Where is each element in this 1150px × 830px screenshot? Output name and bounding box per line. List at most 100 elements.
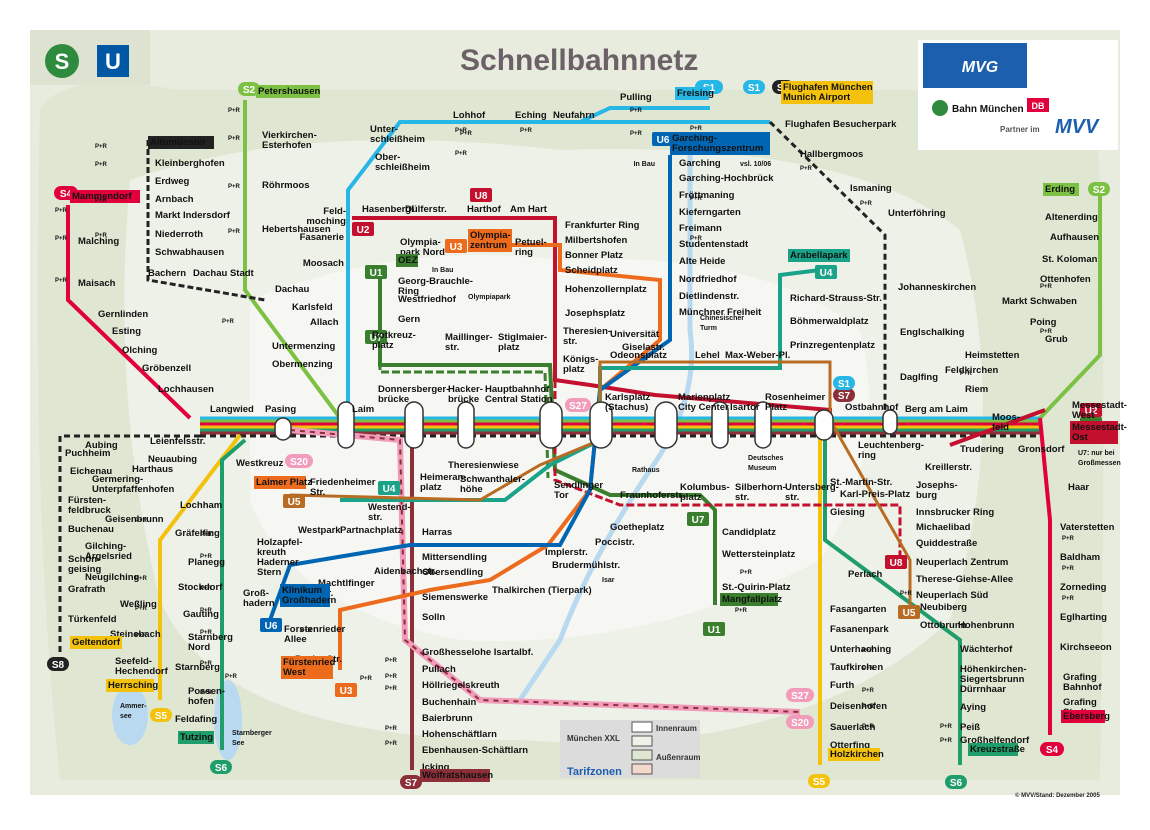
station-label: Fürsten-feldbruck [68, 495, 111, 516]
terminus-label: Olympia-zentrum [470, 230, 511, 251]
station-label: Possen-hofen [188, 686, 225, 707]
station-label: Altenerding [1045, 212, 1098, 223]
station-label: Seefeld-Hechendorf [115, 656, 169, 677]
station-label: Prinzregentenplatz [790, 340, 875, 351]
park-and-ride-label: P+R [200, 586, 213, 592]
terminus-box [1043, 183, 1079, 196]
station-label: Langwied [210, 404, 254, 415]
station-label: Johanneskirchen [898, 282, 976, 293]
station-label: Gern [398, 314, 420, 325]
line-badge-u6 [652, 132, 674, 146]
park-and-ride-label: P+R [385, 726, 398, 732]
station-label: Lehel [695, 350, 720, 361]
line-badge-label: U3 [450, 242, 463, 253]
station-label: Unter-schleißheim [370, 124, 425, 145]
terminus-box [788, 249, 850, 262]
station-label: Innsbrucker Ring [916, 507, 994, 518]
park-and-ride-label: P+R [385, 674, 398, 680]
station-label: Ottobrunn [920, 620, 967, 631]
u-bahn-logo [97, 45, 129, 77]
park-and-ride-label: P+R [735, 608, 748, 614]
station-label: Hohenschäftlarn [422, 729, 497, 740]
park-and-ride-label: P+R [862, 666, 875, 672]
line-badge-s27 [565, 398, 591, 412]
station-label: Hohenzollernplatz [565, 284, 647, 295]
park-and-ride-label: P+R [862, 648, 875, 654]
terminus-label: Laimer Platz [256, 477, 312, 488]
park-and-ride-label: P+R [960, 371, 973, 377]
line-s6-east [823, 430, 962, 765]
station-label: Deisenhofen [830, 701, 887, 712]
line-badge-label: U3 [340, 686, 353, 697]
station-label: Untermenzing [272, 341, 336, 352]
station-label: Steinebach [110, 629, 161, 640]
park-and-ride-label: P+R [860, 201, 873, 207]
line-s2-east [1038, 195, 1102, 420]
line-badge-u5 [283, 494, 305, 508]
station-label: Groß-hadern [243, 588, 275, 609]
station-label: Therese-Giehse-Allee [916, 574, 1013, 585]
tarifzonen-legend: München XXL Innenraum Außenraum Tarifzon… [560, 720, 700, 778]
station-label: Scheidplatz [565, 265, 618, 276]
line-badge-label: S4 [60, 189, 73, 200]
station-label: Westkreuz [236, 458, 284, 469]
line-badge-label: U2 [1085, 406, 1098, 417]
station-label: Neugilching [85, 572, 140, 583]
station-label: Max-Weber-Pl. [725, 350, 790, 361]
park-and-ride-label: P+R [862, 688, 875, 694]
station-label: Josephs-burg [916, 480, 958, 501]
line-badge-label: S20 [791, 718, 809, 729]
station-label: Arnbach [155, 194, 194, 205]
line-badge-u2 [352, 222, 374, 236]
station-label: Gauting [183, 609, 219, 620]
line-s20-dash [289, 429, 801, 713]
station-label: Bonner Platz [565, 250, 623, 261]
terminus-box [420, 769, 490, 782]
line-badge-label: U2 [357, 225, 370, 236]
station-label: Universität [610, 329, 660, 340]
station-label: St.-Quirin-Platz [722, 582, 791, 593]
station-label: Dachau [275, 284, 310, 295]
sbahn-munich-text: Bahn München [952, 104, 1024, 115]
note-in-bau: In Bau [634, 161, 655, 168]
station-label: Gilching-Argelsried [85, 541, 132, 562]
db-logo-text: DB [1032, 101, 1045, 111]
park-and-ride-label: P+R [135, 518, 148, 524]
terminus-box [280, 584, 330, 607]
line-badge-u8 [470, 188, 492, 202]
station-label: Eglharting [1060, 612, 1107, 623]
station-label: Michaelibad [916, 522, 971, 533]
station-label: Aidenbachstr. [374, 566, 437, 577]
line-badge-label: S4 [1046, 745, 1059, 756]
line-badge-label: S1 [838, 379, 851, 390]
terminus-box [70, 190, 140, 203]
note-in-bau-u3: In Bau [432, 267, 453, 274]
line-badge-s20 [285, 454, 313, 468]
s-bahn-logo [45, 44, 79, 78]
station-label: Malching [78, 236, 119, 247]
line-badge-label: S2 [1093, 185, 1106, 196]
park-and-ride-label: P+R [690, 126, 703, 132]
terminus-box [1070, 421, 1118, 444]
line-badge-label: U5 [288, 497, 301, 508]
line-a-altomuenster [146, 140, 266, 302]
station-label: Pulling [620, 92, 652, 103]
station-label: Maillinger-str. [445, 332, 493, 353]
station-label: Aubing [85, 440, 118, 451]
terminus-label: Messestadt-Ost [1072, 422, 1127, 443]
park-and-ride-label: P+R [940, 738, 953, 744]
station-label: Taufkirchen [830, 662, 883, 673]
station-label: Giesing [830, 507, 865, 518]
station-label: Brudermühlstr. [552, 560, 620, 571]
station-label: Peiß [960, 722, 980, 733]
station-label: Starnberg [175, 662, 220, 673]
park-and-ride-label: P+R [200, 532, 213, 538]
note-olympiapark: Olympiapark [468, 294, 511, 301]
station-label: Berg am Laim [905, 404, 968, 415]
station-label: Trudering [960, 444, 1004, 455]
terminus-label: Holzkirchen [830, 749, 884, 760]
station-label: Böhmerwaldplatz [790, 316, 869, 327]
line-badge-label: U4 [383, 484, 396, 495]
park-and-ride-label: P+R [95, 198, 108, 204]
